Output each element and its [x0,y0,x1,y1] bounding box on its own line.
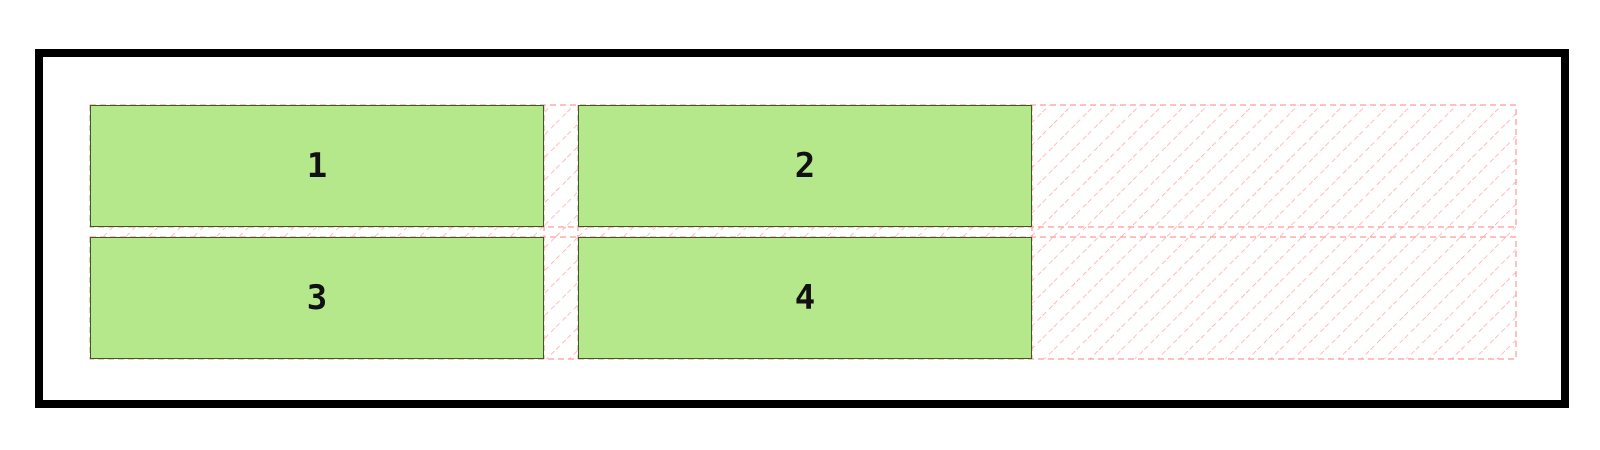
grid-item-2: 2 [578,105,1032,227]
grid-item-3: 3 [90,237,544,359]
grid-item-label: 4 [794,278,816,318]
grid-item-label: 1 [306,146,328,186]
grid-item-label: 2 [794,146,816,186]
grid-item-4: 4 [578,237,1032,359]
grid-item-1: 1 [90,105,544,227]
grid-item-label: 3 [306,278,328,318]
